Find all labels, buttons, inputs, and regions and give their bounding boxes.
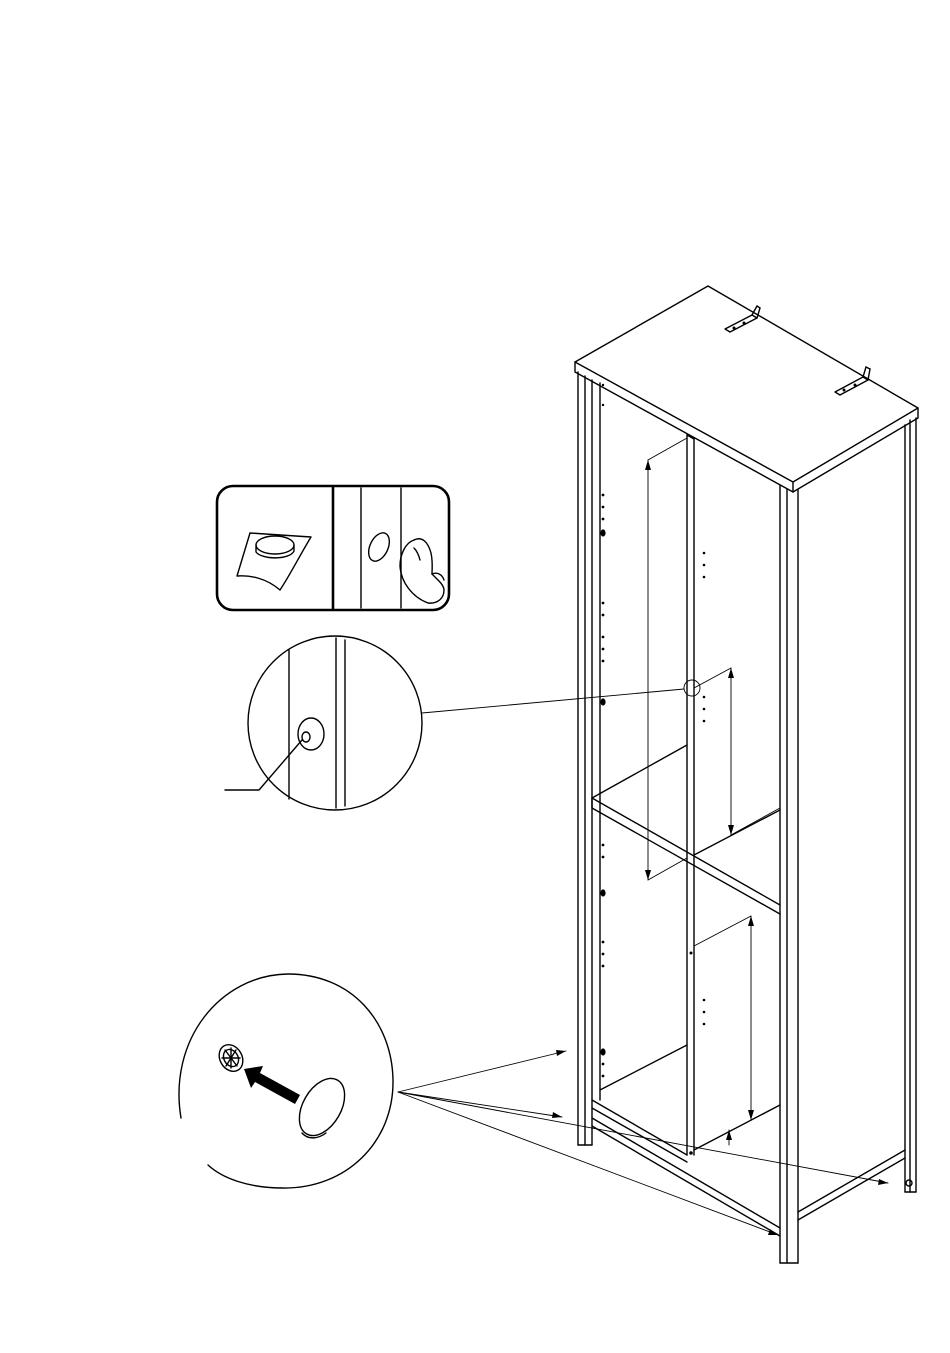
back-center-divider — [687, 435, 694, 1155]
zoom-shelf-pin-cap — [225, 636, 684, 810]
zoom-leg-plug — [179, 974, 888, 1235]
top-panel — [575, 286, 918, 492]
plug-cap-icon — [290, 1071, 354, 1144]
cabinet-frame — [575, 286, 918, 1263]
front-right-post — [780, 485, 798, 1263]
middle-shelf — [592, 745, 780, 914]
front-left-post — [578, 372, 592, 1145]
insert-direction-arrow — [244, 1066, 300, 1104]
lower-shelf — [592, 1045, 780, 1162]
dimension-lines — [645, 438, 780, 1145]
shelf-support-pins — [600, 384, 705, 1155]
inset-peel-press — [217, 486, 449, 610]
wall-brackets — [725, 306, 870, 395]
plug-socket-icon — [214, 1040, 247, 1075]
adhesive-cap-icon — [237, 533, 311, 590]
back-right-post — [905, 418, 916, 1192]
press-cap-icon — [361, 488, 444, 608]
